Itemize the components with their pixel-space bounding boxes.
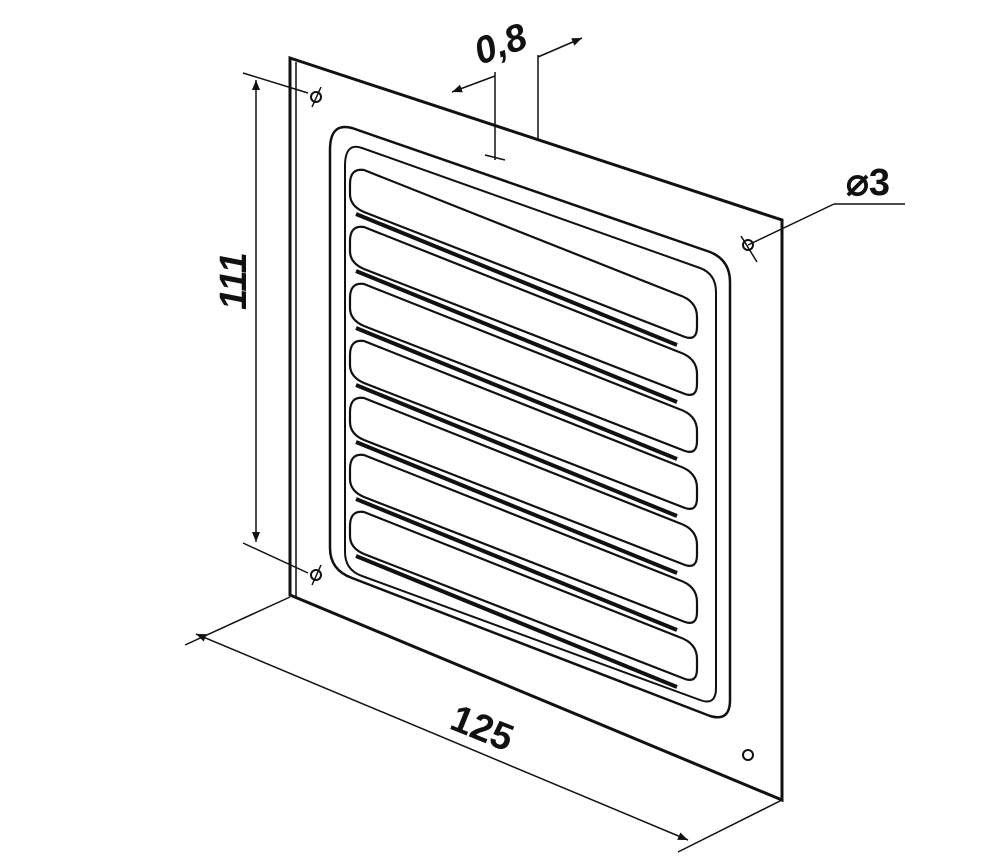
height-dimension: 111	[213, 72, 309, 574]
louver-blade	[348, 453, 699, 624]
louver-shadow	[355, 326, 678, 461]
width-label: 125	[445, 697, 520, 760]
hole-bottom-left	[310, 564, 322, 586]
hole-bottom-right	[742, 749, 754, 761]
louvers	[348, 168, 699, 689]
louver-blade	[348, 339, 699, 510]
louver-blade	[348, 282, 699, 453]
width-dimension: 125	[184, 596, 783, 853]
louver-shadow	[355, 212, 678, 347]
louver-blade	[348, 396, 699, 567]
louver-shadow	[355, 440, 678, 575]
louver-blade	[348, 168, 699, 339]
thickness-dimension: 0,8	[451, 16, 583, 161]
louver-shadow	[355, 383, 678, 518]
louver-blade	[348, 225, 699, 396]
hole-diameter-callout: ⌀3	[747, 162, 905, 246]
thickness-label: 0,8	[469, 16, 534, 74]
height-label: 111	[213, 252, 255, 310]
louver-shadow	[355, 554, 678, 689]
louver-blade	[348, 510, 699, 681]
louver-shadow	[355, 497, 678, 632]
mounting-holes	[310, 86, 758, 761]
hole-top-right	[740, 235, 758, 263]
louver-shadow	[355, 269, 678, 404]
hole-top-left	[310, 86, 322, 108]
hole-diameter-label: ⌀3	[846, 162, 890, 204]
frame	[328, 125, 732, 719]
